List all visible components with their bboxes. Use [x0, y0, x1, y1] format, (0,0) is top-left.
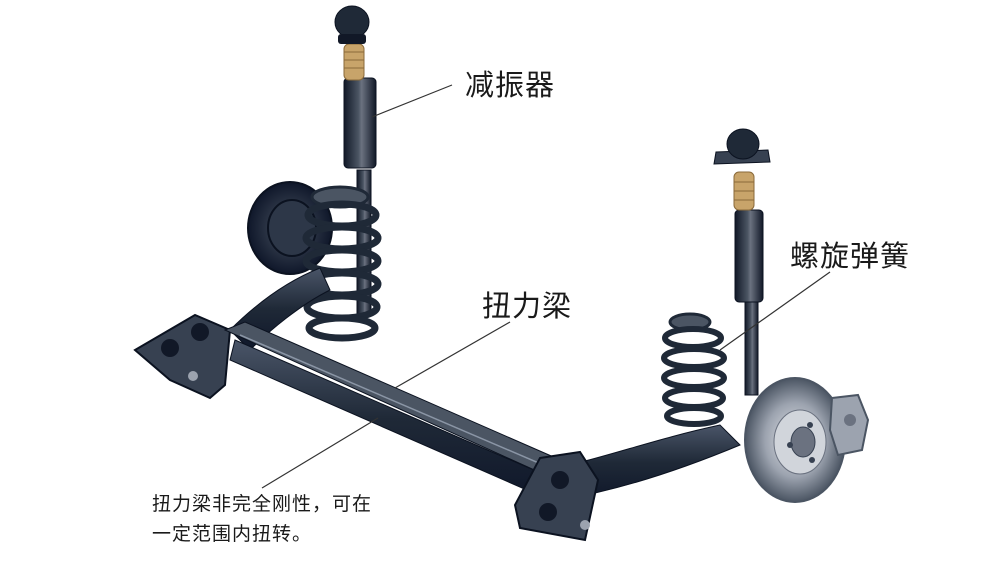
- label-shock-absorber: 减振器: [465, 68, 556, 102]
- right-mount-bracket: [513, 450, 600, 542]
- label-coil-spring: 螺旋弹簧: [790, 239, 911, 273]
- right-brake-disc: [744, 377, 846, 503]
- leader-line-shock: [371, 84, 453, 118]
- note-line-2: 一定范围内扭转。: [152, 523, 313, 545]
- torsion-beam: [223, 321, 566, 499]
- leader-line-note: [261, 417, 379, 489]
- left-coil-spring: [302, 185, 382, 342]
- note-line-1: 扭力梁非完全刚性，可在: [152, 493, 373, 515]
- left-bump-stop: [343, 43, 365, 81]
- right-coil-spring: [661, 312, 727, 427]
- brake-caliper: [828, 393, 870, 457]
- left-mount-bracket: [133, 313, 232, 400]
- leader-line-spring: [719, 271, 831, 351]
- label-torsion-beam: 扭力梁: [482, 289, 573, 323]
- leader-lines: [261, 84, 831, 489]
- left-shock-absorber: [334, 5, 377, 316]
- leader-line-beam: [394, 321, 511, 389]
- right-shock-absorber: [713, 128, 771, 396]
- right-bump-stop: [733, 171, 755, 211]
